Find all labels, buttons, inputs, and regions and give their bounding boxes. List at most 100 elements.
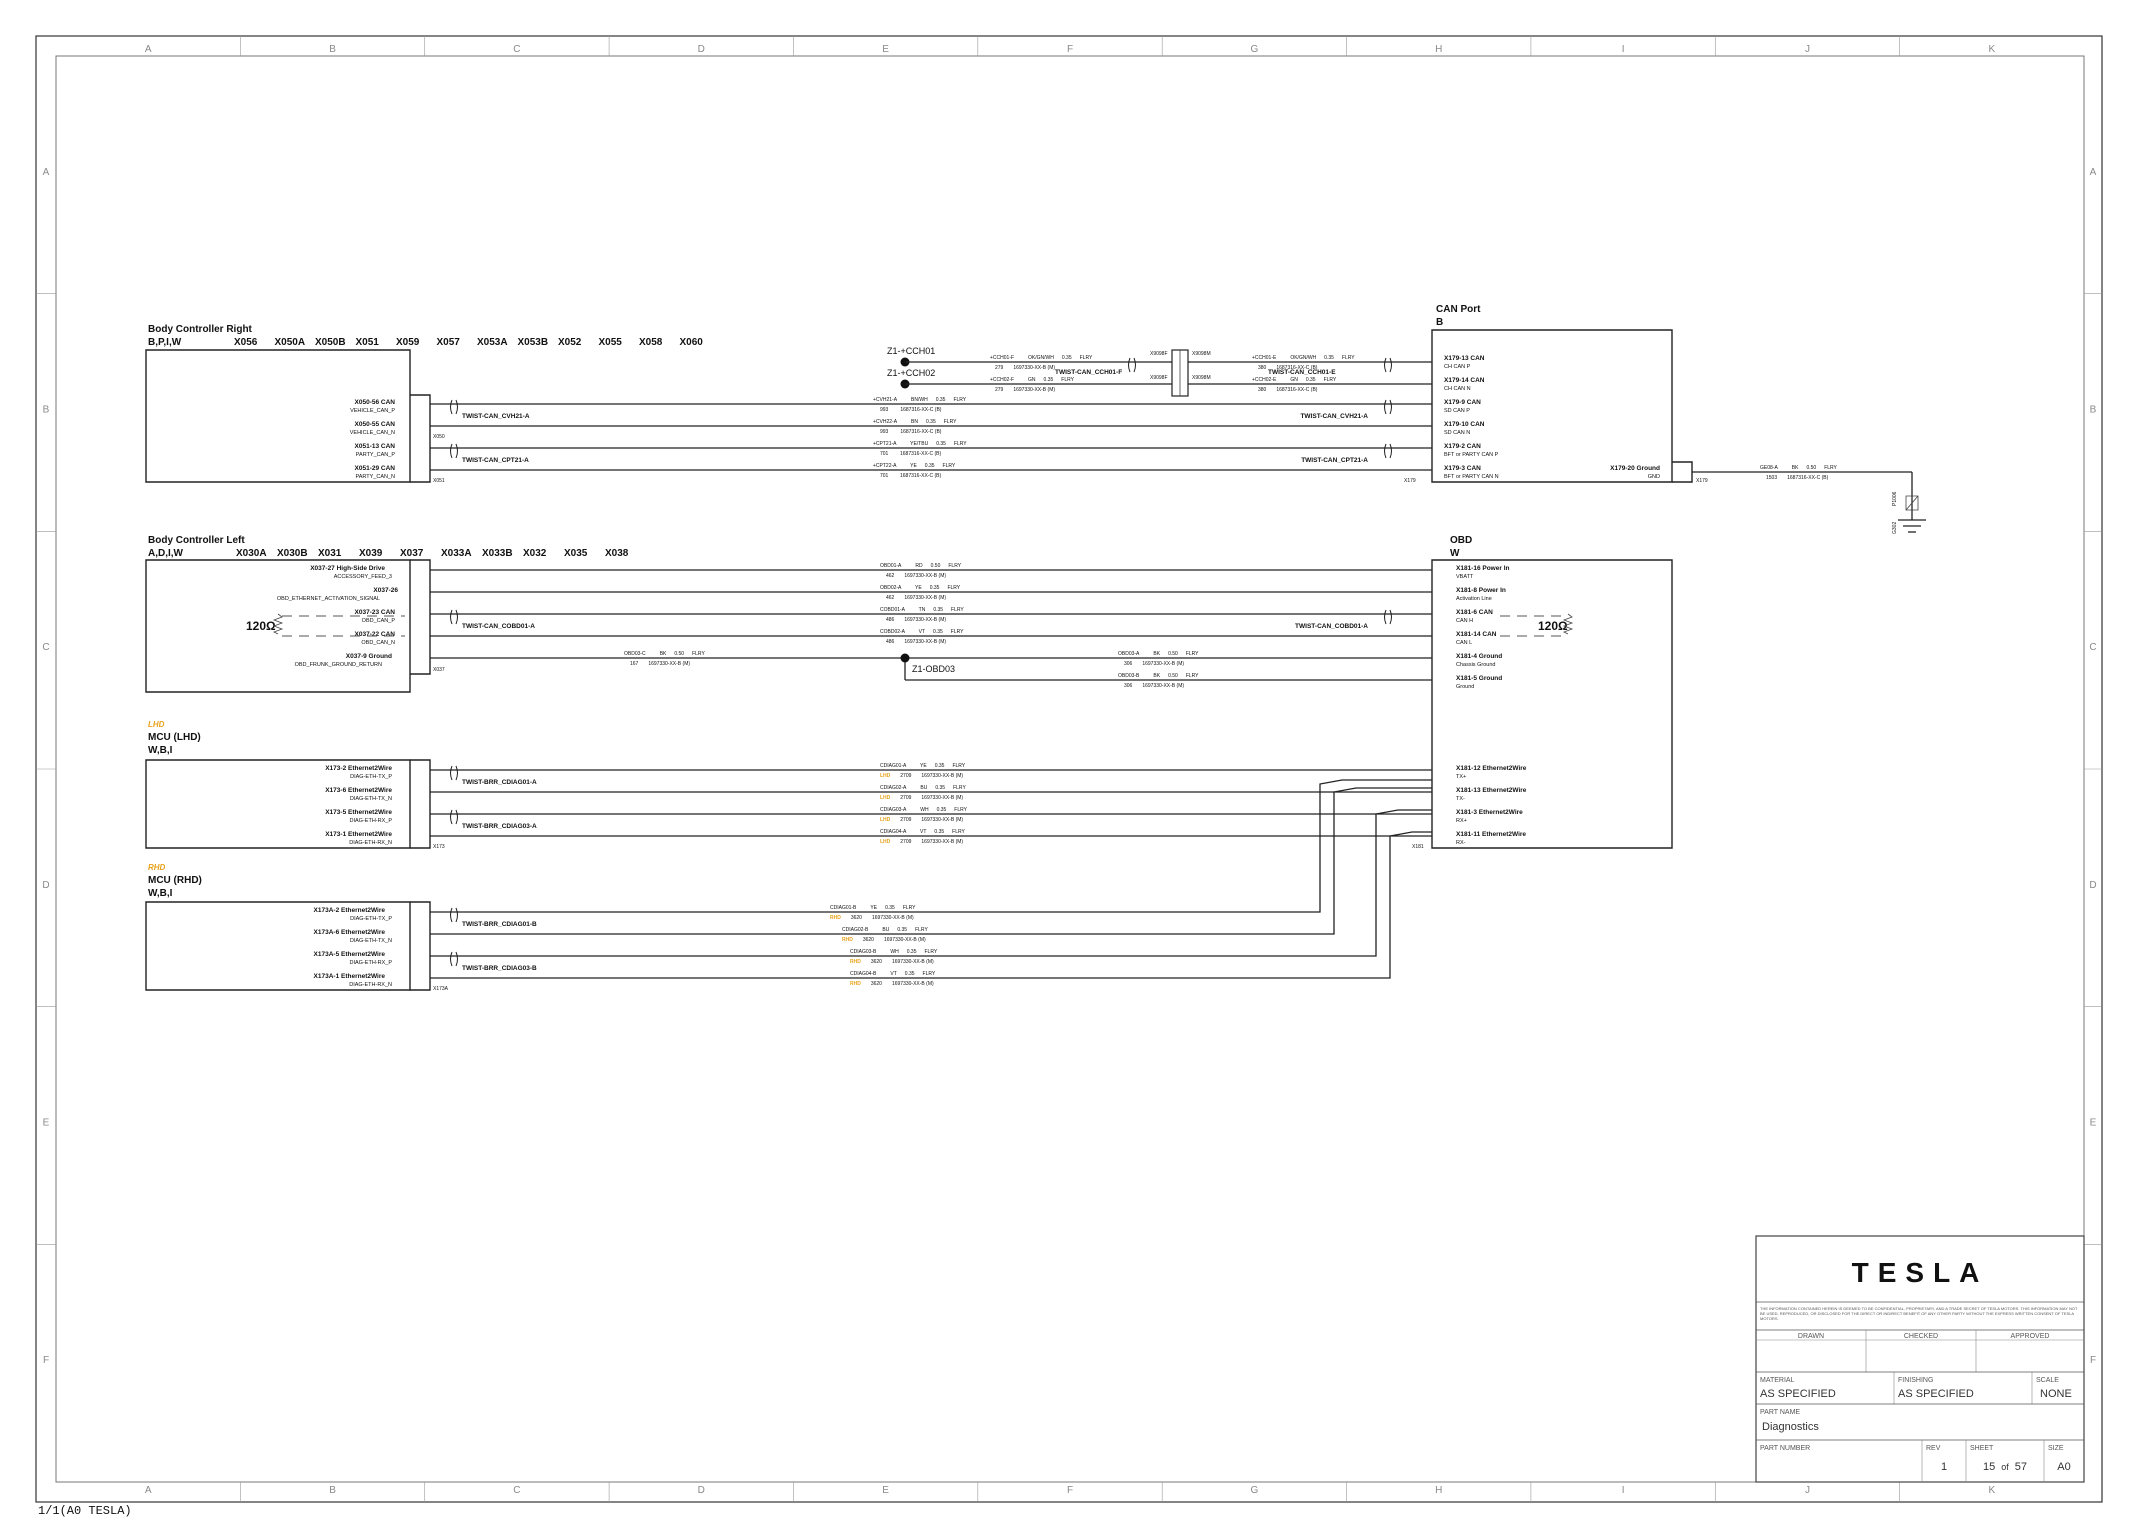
zone-col-bottom-F: F bbox=[1067, 1485, 1073, 1496]
mcu-lhd-sig-1: DIAG-ETH-TX_P bbox=[350, 774, 392, 780]
obd-sig-10: RX- bbox=[1456, 840, 1466, 846]
bcr-pin-4: X051-29 CAN bbox=[355, 465, 396, 472]
mcu-rhd: RHD MCU (RHD) W,B,I X173A-2 Ethernet2Wir… bbox=[145, 863, 449, 992]
bcr-sig-3: PARTY_CAN_P bbox=[356, 452, 396, 458]
ground-label: G302 bbox=[1892, 522, 1898, 534]
x9098f-bot: X9098F bbox=[1150, 375, 1168, 381]
obd-pin-6: X181-5 Ground bbox=[1456, 675, 1502, 682]
bcr-pin-1: X050-56 CAN bbox=[355, 399, 396, 406]
bcr-pin-2: X050-55 CAN bbox=[355, 421, 396, 428]
mcu-lhd-wires: TWIST-BRR_CDIAG01-A TWIST-BRR_CDIAG03-A … bbox=[430, 763, 1432, 845]
connector-x037: X037 bbox=[400, 548, 424, 559]
mcu-lhd-variants: W,B,I bbox=[148, 745, 173, 756]
connector-x030b: X030B bbox=[277, 548, 308, 559]
mcu-rhd-tag: X173A bbox=[433, 986, 449, 992]
zone-col-bottom-C: C bbox=[513, 1485, 520, 1496]
bcl-sig-4: OBD_CAN_N bbox=[361, 640, 395, 646]
obd-pin-1: X181-16 Power In bbox=[1456, 565, 1509, 572]
obd-title: OBD bbox=[1450, 535, 1472, 546]
canport-ground-tab bbox=[1672, 461, 1693, 483]
twist-cobd01-right: TWIST-CAN_COBD01-A bbox=[1295, 623, 1368, 630]
obd-sig-4: CAN L bbox=[1456, 640, 1472, 646]
mcu-lhd-tag: X173 bbox=[433, 844, 445, 850]
bcl-pin-2: X037-26 bbox=[373, 587, 398, 594]
zone-row-right-D: D bbox=[2089, 880, 2096, 891]
mcu-rhd-sig-2: DIAG-ETH-TX_N bbox=[350, 938, 392, 944]
zone-row-left-C: C bbox=[42, 642, 49, 653]
bcr-sig-2: VEHICLE_CAN_N bbox=[350, 430, 395, 436]
bcr-sig-4: PARTY_CAN_N bbox=[355, 474, 395, 480]
part-name-label: PART NAME bbox=[1760, 1409, 1800, 1416]
material-label: MATERIAL bbox=[1760, 1377, 1795, 1384]
obd-variants: W bbox=[1450, 548, 1460, 559]
obd-sig-9: RX+ bbox=[1456, 818, 1467, 824]
zone-col-top-A: A bbox=[145, 44, 152, 55]
canport-pin-5: X179-2 CAN bbox=[1444, 443, 1481, 450]
bcr-title: Body Controller Right bbox=[148, 324, 253, 335]
bcr-pin-3: X051-13 CAN bbox=[355, 443, 396, 450]
bcl-sig-3: OBD_CAN_P bbox=[362, 618, 396, 624]
canport-tag-1: X179 bbox=[1404, 478, 1416, 484]
mcu-rhd-pin-tab bbox=[410, 901, 431, 991]
twist-markers bbox=[450, 357, 1392, 967]
mcu-rhd-variant: RHD bbox=[148, 863, 166, 872]
mcu-lhd-variant: LHD bbox=[148, 720, 165, 729]
connector-x058: X058 bbox=[639, 337, 663, 348]
obd-sig-7: TX+ bbox=[1456, 774, 1466, 780]
obd-pin-3: X181-6 CAN bbox=[1456, 609, 1493, 616]
zone-row-left-A: A bbox=[43, 167, 50, 178]
ground-fuse-icon bbox=[1905, 495, 1919, 511]
connector-x030a: X030A bbox=[236, 548, 267, 559]
mcu-rhd-title: MCU (RHD) bbox=[148, 875, 202, 886]
zone-row-right-E: E bbox=[2090, 1118, 2097, 1129]
finishing-value: AS SPECIFIED bbox=[1898, 1388, 1974, 1400]
obd-sig-1: VBATT bbox=[1456, 574, 1474, 580]
zone-row-right-F: F bbox=[2090, 1355, 2096, 1366]
zone-col-top-H: H bbox=[1435, 44, 1442, 55]
zone-col-bottom-J: J bbox=[1805, 1485, 1810, 1496]
connector-x056: X056 bbox=[234, 337, 258, 348]
obd-pin-4: X181-14 CAN bbox=[1456, 631, 1497, 638]
connector-x033a: X033A bbox=[441, 548, 472, 559]
mcu-lhd-pin-2: X173-6 Ethernet2Wire bbox=[325, 787, 392, 794]
bcr-wires: TWIST-CAN_CVH21-A TWIST-CAN_CVH21-A TWIS… bbox=[430, 397, 1432, 479]
mcu-rhd-pin-2: X173A-6 Ethernet2Wire bbox=[314, 929, 386, 936]
canport-pin-1: X179-13 CAN bbox=[1444, 355, 1485, 362]
zone-col-bottom-B: B bbox=[329, 1485, 336, 1496]
twist-cpt21-right: TWIST-CAN_CPT21-A bbox=[1301, 457, 1368, 464]
mcu-rhd-sig-1: DIAG-ETH-TX_P bbox=[350, 916, 392, 922]
connector-x039: X039 bbox=[359, 548, 383, 559]
mcu-rhd-sig-3: DIAG-ETH-RX_P bbox=[350, 960, 393, 966]
mcu-rhd-pin-3: X173A-5 Ethernet2Wire bbox=[314, 951, 386, 958]
bcr-pin-tab bbox=[410, 394, 431, 483]
bcr-box bbox=[145, 349, 411, 483]
obd-pin-10: X181-11 Ethernet2Wire bbox=[1456, 831, 1526, 838]
zone-col-bottom-I: I bbox=[1622, 1485, 1625, 1496]
obd-sig-5: Chassis Ground bbox=[1456, 662, 1495, 668]
mcu-rhd-pin-4: X173A-1 Ethernet2Wire bbox=[314, 973, 386, 980]
part-name-value: Diagnostics bbox=[1762, 1421, 1819, 1433]
zone-col-top-F: F bbox=[1067, 44, 1073, 55]
